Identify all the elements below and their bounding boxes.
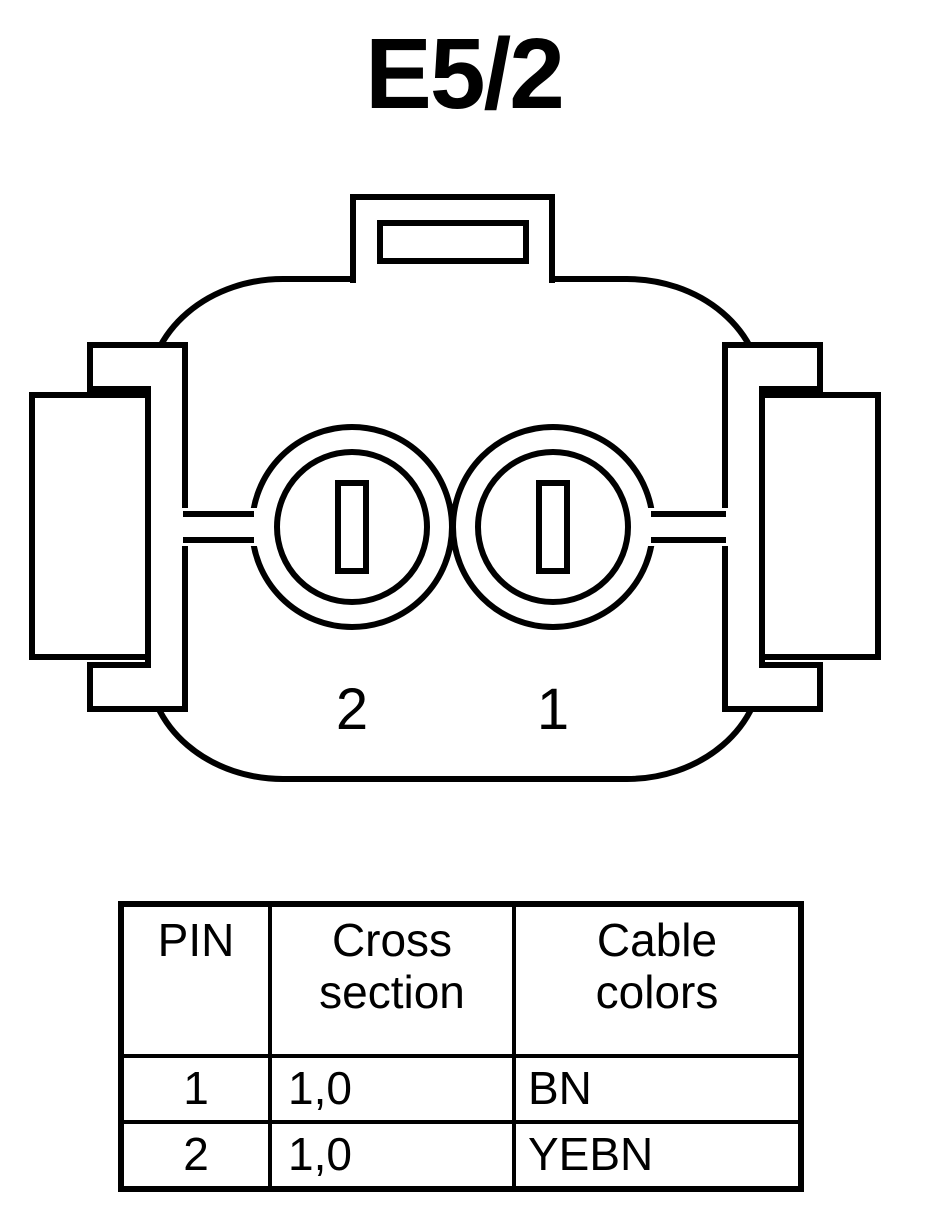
table-header-row: PIN Cross section Cable colors: [119, 902, 803, 1058]
pin-2-slot: [335, 480, 369, 574]
header-cross-section: Cross section: [268, 902, 516, 1058]
connector-diagram: 2 1: [29, 194, 881, 782]
row2-cable: YEBN: [512, 1120, 803, 1191]
header-pin: PIN: [119, 902, 272, 1058]
pin-table: PIN Cross section Cable colors 1 1,0 BN …: [118, 901, 804, 1192]
row1-cable: BN: [512, 1054, 803, 1124]
row1-pin: 1: [119, 1054, 272, 1124]
header-cable-line-1: Cable: [596, 914, 718, 966]
pin-1-slot: [536, 480, 570, 574]
row1-cross: 1,0: [268, 1054, 516, 1124]
header-cross-line-1: Cross: [331, 914, 453, 966]
row2-pin: 2: [119, 1120, 272, 1191]
pin-2-label: 2: [336, 677, 368, 742]
right-bracket: [722, 342, 823, 712]
pin-1-label: 1: [537, 677, 569, 742]
connector-diagram-container: 2 1: [0, 177, 928, 827]
header-pin-line: PIN: [157, 914, 235, 966]
top-tab-inner: [377, 220, 529, 264]
header-cable-line-2: colors: [595, 965, 719, 1018]
table-row: 2 1,0 YEBN: [119, 1120, 803, 1191]
header-cross-line-2: section: [319, 965, 465, 1018]
page-title: E5/2: [365, 18, 565, 130]
header-cable-colors: Cable colors: [512, 902, 803, 1058]
left-bracket: [87, 342, 188, 712]
row2-cross: 1,0: [268, 1120, 516, 1191]
pin-table-container: PIN Cross section Cable colors 1 1,0 BN …: [118, 901, 928, 1192]
table-row: 1 1,0 BN: [119, 1054, 803, 1124]
